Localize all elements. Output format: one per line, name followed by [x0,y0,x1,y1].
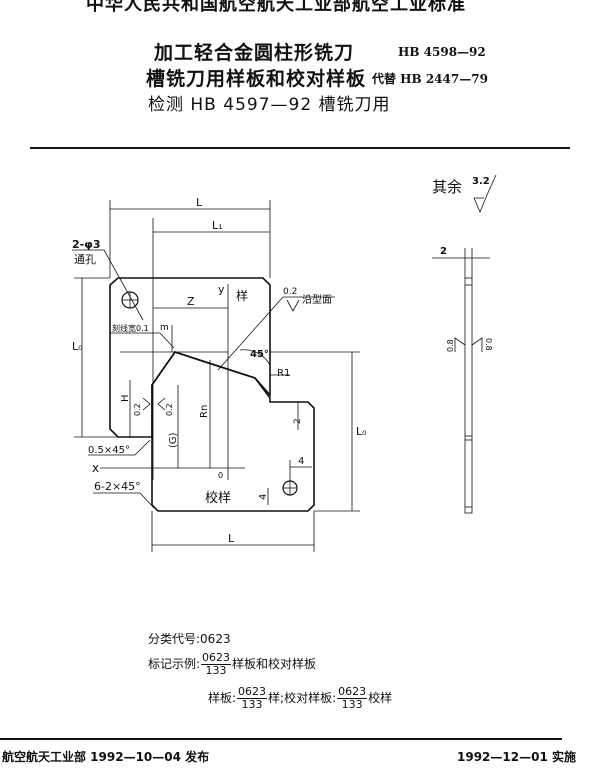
sample-suffix: 样; [268,691,285,705]
profile-roughness-text: 沿型面 [302,293,332,306]
chamfer-note-1: 0.5×45° [88,445,130,456]
dim-L1: L₁ [212,219,223,232]
line-width-note: 刻线宽0.1 [112,323,149,333]
replaces-standard: 代替 HB 2447—79 [372,72,488,86]
chamfer-note-2: 6-2×45° [94,480,141,493]
fraction-den: 133 [241,698,263,711]
dim-4-horizontal: 4 [298,456,304,467]
sample-label: 样 [236,288,248,303]
marking-text: 样板和校对样板 [232,657,317,671]
dim-L0-left: L₀ [72,340,83,353]
title-line-2: 槽铣刀用样板和校对样板 [146,68,367,90]
axis-y: y [218,283,225,296]
footer-rule [0,738,562,740]
classification-line: 分类代号:0623 [148,630,231,647]
roughness-rest-label: 其余 [432,178,462,196]
side-rough-left: 0.8 [446,339,455,352]
origin: 0 [218,471,223,480]
dim-2: 2 [293,418,303,424]
check-plate [151,351,315,512]
header-rule [30,147,570,149]
dim-H: H [120,394,131,402]
dim-Z: Z [187,295,195,308]
check-suffix: 校样 [368,691,393,705]
check-prefix: 校对样板: [284,691,337,705]
dim-L0-right: L₀ [356,425,367,438]
check-hole [282,480,298,496]
standard-number: HB 4598—92 [398,45,486,59]
side-rough-right: 0.8 [484,338,493,351]
hole-label: 2-φ3 [72,238,100,251]
fraction-num: 0623 [337,685,368,699]
radius-R1: R1 [277,368,290,379]
dim-m: m [160,323,169,333]
mounting-hole [121,291,139,309]
classification-value: 0623 [200,632,231,646]
effective-date: 1992—12—01 实施 [457,750,576,764]
dim-Rn: Rn [199,405,210,418]
fraction-num: 0623 [237,685,268,699]
hole-label-through: 通孔 [74,253,96,266]
side-thickness: 2 [440,246,447,257]
check-label: 校样 [205,490,231,506]
dim-G: (G) [168,432,179,448]
technical-drawing: 其余 3.2 L L₁ Z y x 0 L₀ L₀ L 2-φ3 通孔 样 校样… [72,174,497,552]
axis-x: x [92,461,99,475]
fraction-den: 133 [205,664,227,677]
marking-label: 标记示例: [148,657,201,671]
roughness-rest-value: 3.2 [472,176,490,187]
title-line-3: 检测 HB 4597—92 槽铣刀用 [148,95,391,115]
sample-prefix: 样板: [208,691,237,705]
angle-45: 45° [250,349,269,360]
profile-roughness: 0.2 [283,287,297,297]
fraction-den: 133 [341,698,363,711]
fraction-num: 0623 [201,651,232,665]
issued-date: 航空航天工业部 1992—10—04 发布 [2,750,210,764]
classification-label: 分类代号: [148,632,201,646]
rough-right: 0.2 [165,403,174,416]
rough-left: 0.2 [133,403,142,416]
dim-4-vertical: 4 [258,494,269,500]
org-header: 中华人民共和国航空航天工业部航空工业标准 [86,0,466,15]
dim-L: L [196,196,203,209]
dim-L-bottom: L [228,532,235,545]
title-line-1: 加工轻合金圆柱形铣刀 [154,42,355,64]
